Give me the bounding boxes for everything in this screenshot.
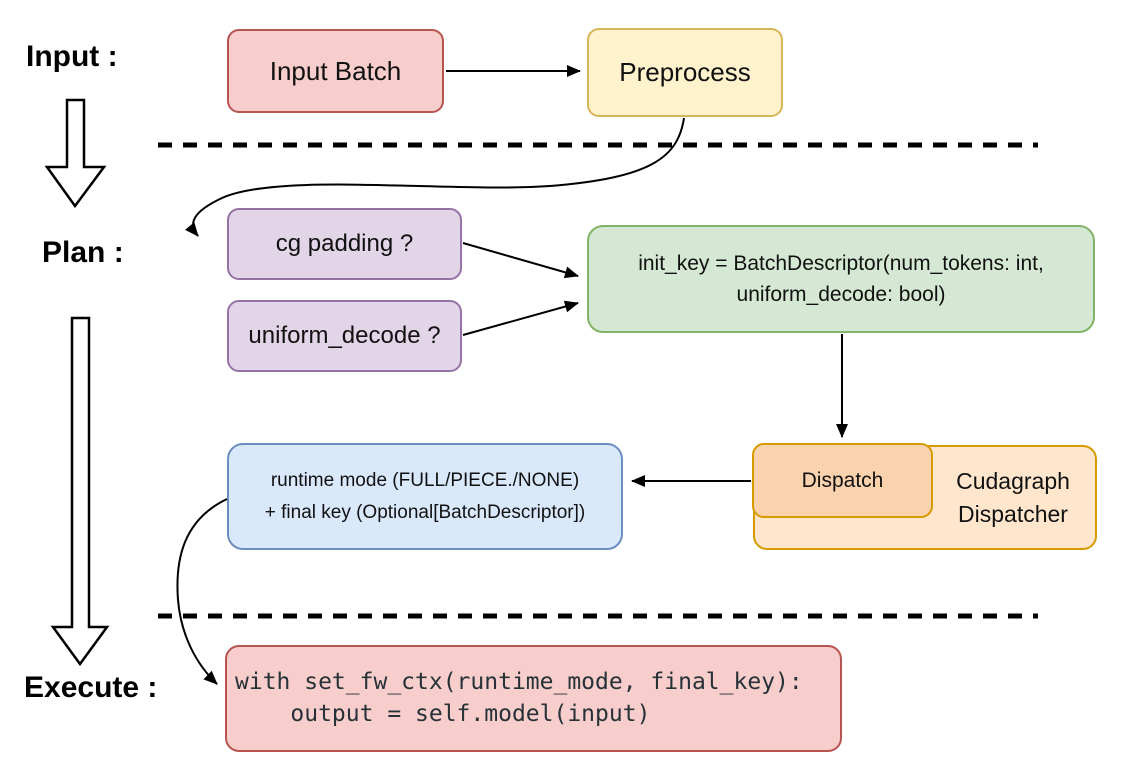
node-dispatch-label: Dispatch [801, 468, 884, 492]
node-init-key-line2: uniform_decode: bool) [736, 283, 946, 306]
node-init-key: init_key = BatchDescriptor(num_tokens: i… [587, 225, 1095, 333]
node-uniform-decode: uniform_decode ? [227, 300, 462, 372]
node-uniform-decode-label: uniform_decode ? [248, 322, 441, 349]
node-preprocess: Preprocess [587, 28, 783, 117]
node-runtime-mode: runtime mode (FULL/PIECE./NONE) + final … [227, 443, 623, 550]
node-execute-code-line2: output = self.model(input) [235, 700, 651, 727]
stage-arrow-plan-to-execute-icon [50, 316, 110, 667]
node-dispatch: Dispatch [752, 443, 933, 518]
node-input-batch-label: Input Batch [269, 55, 402, 86]
node-init-key-line1: init_key = BatchDescriptor(num_tokens: i… [638, 251, 1044, 275]
stage-label-execute: Execute : [24, 671, 158, 704]
node-cg-padding: cg padding ? [227, 208, 462, 280]
node-execute-code-line1: with set_fw_ctx(runtime_mode, final_key)… [235, 669, 803, 696]
stage-label-input: Input : [26, 40, 118, 73]
arrow-runtime-mode-to-execute-code [176, 498, 228, 685]
node-preprocess-label: Preprocess [619, 57, 751, 87]
node-cg-padding-label: cg padding ? [275, 230, 414, 257]
arrow-cg-padding-to-init-key [462, 242, 579, 279]
node-cudagraph-dispatcher-line2: Dispatcher [958, 500, 1068, 527]
node-execute-code: with set_fw_ctx(runtime_mode, final_key)… [225, 645, 842, 752]
stage-arrow-input-to-plan-icon [44, 98, 107, 209]
node-runtime-mode-line2: + final key (Optional[BatchDescriptor]) [264, 501, 586, 523]
node-cudagraph-dispatcher-label: Cudagraph Dispatcher [931, 447, 1095, 548]
stage-label-plan: Plan : [42, 236, 124, 269]
arrow-uniform-decode-to-init-key [462, 300, 579, 336]
node-input-batch: Input Batch [227, 29, 444, 113]
node-runtime-mode-line1: runtime mode (FULL/PIECE./NONE) [270, 470, 580, 492]
node-cudagraph-dispatcher-line1: Cudagraph [956, 468, 1070, 495]
